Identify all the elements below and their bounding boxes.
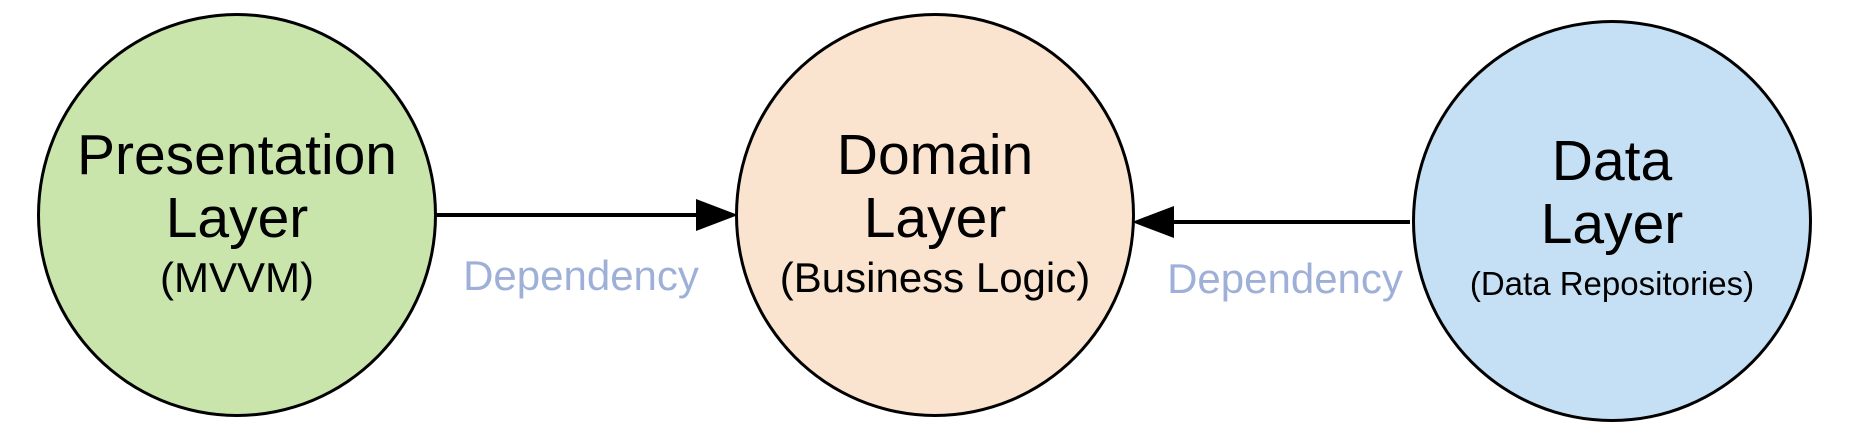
node-subtitle: (Business Logic) (779, 254, 1091, 301)
edge-presentation-to-domain (437, 199, 738, 231)
arrow-right-icon (696, 199, 738, 231)
node-title-line: Layer (165, 186, 309, 250)
edge-data-to-domain (1132, 206, 1410, 238)
node-title-line: Presentation (76, 123, 398, 187)
node-title-line: Layer (1540, 192, 1684, 256)
dependency-label-left: Dependency (463, 252, 699, 299)
node-subtitle: (Data Repositories) (1469, 265, 1755, 302)
node-title-line: Domain (836, 123, 1034, 187)
node-subtitle: (MVVM) (160, 254, 314, 301)
node-domain-layer: Domain Layer (Business Logic) (735, 13, 1135, 417)
node-presentation-layer: Presentation Layer (MVVM) (37, 13, 437, 417)
node-data-layer: Data Layer (Data Repositories) (1412, 20, 1812, 422)
node-title-line: Layer (863, 186, 1007, 250)
node-title-line: Data (1551, 129, 1673, 193)
dependency-label-right: Dependency (1167, 255, 1403, 302)
arrow-left-icon (1132, 206, 1174, 238)
